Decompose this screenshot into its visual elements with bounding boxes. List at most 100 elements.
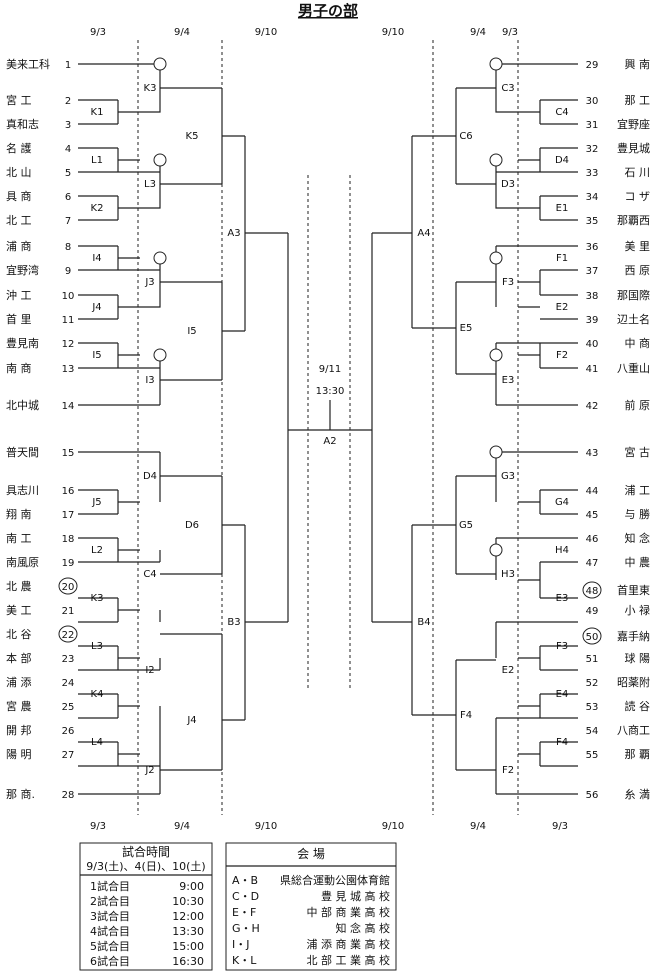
match-label: I5 (187, 326, 196, 337)
team-number: 52 (586, 678, 599, 689)
team-number: 56 (586, 790, 599, 801)
team-name: 北 山 (6, 166, 32, 179)
team-name: 八商工 (617, 723, 650, 737)
team-number: 11 (62, 315, 75, 326)
team-number: 20 (62, 582, 75, 593)
team-number: 14 (62, 401, 75, 412)
schedule-time: 9:00 (179, 880, 204, 893)
team-number: 5 (65, 168, 71, 179)
team-name: 那覇西 (617, 214, 650, 227)
match-label: E1 (556, 203, 569, 214)
team-name: 宮 工 (6, 93, 32, 107)
team-name: 那 覇 (625, 748, 651, 761)
match-label: D4 (143, 471, 157, 482)
team-number: 36 (586, 242, 599, 253)
date-label: 9/3 (502, 27, 518, 38)
team-number: 37 (586, 266, 599, 277)
venue-code: C・D (232, 890, 259, 903)
match-label: H4 (555, 545, 569, 556)
team-name: 首 里 (6, 312, 32, 326)
match-label: K3 (144, 83, 157, 94)
team-name: 那 商. (6, 787, 35, 801)
team-number: 34 (586, 192, 599, 203)
r2-connectors (495, 64, 518, 794)
date-label: 9/4 (174, 27, 190, 38)
venue-code: K・L (232, 954, 257, 967)
team-name: 知 念 (625, 531, 651, 545)
venue-name: 豊 見 城 高 校 (321, 889, 390, 903)
team-name: 那国際 (617, 289, 650, 302)
team-name: 美 里 (625, 240, 651, 253)
circled-number (582, 627, 602, 645)
team-number: 19 (62, 558, 75, 569)
team-lines (78, 63, 160, 795)
team-number: 23 (62, 654, 75, 665)
team-name: 本 部 (6, 651, 32, 665)
team-number: 6 (65, 192, 71, 203)
match-label: F1 (556, 253, 568, 264)
team-number: 8 (65, 242, 71, 253)
match-label: K1 (91, 107, 104, 118)
seed-circle (489, 445, 503, 459)
left-semis (222, 135, 372, 721)
team-name: 首里東 (617, 583, 650, 597)
team-name: 与 勝 (625, 507, 651, 521)
team-name: 開 邦 (6, 724, 32, 737)
match-label: I3 (145, 375, 154, 386)
match-label: C6 (459, 131, 472, 142)
team-name: 翔 南 (6, 507, 32, 521)
team-number: 9 (65, 266, 71, 277)
right-bracket (371, 63, 578, 795)
seed-circle (489, 57, 503, 71)
match-label: J3 (144, 277, 154, 288)
team-number: 15 (62, 448, 75, 459)
schedule-time: 15:00 (172, 940, 204, 953)
venue-code: A・B (232, 874, 258, 887)
team-number: 25 (62, 702, 75, 713)
schedule-round: 1試合目 (90, 879, 130, 893)
team-name: 読 谷 (625, 699, 651, 713)
team-name: 陽 明 (6, 748, 32, 761)
team-number: 39 (586, 315, 599, 326)
match-label: E5 (460, 323, 473, 334)
team-number: 3 (65, 120, 71, 131)
team-number: 53 (586, 702, 599, 713)
team-number: 41 (586, 364, 599, 375)
match-label: C3 (501, 83, 514, 94)
match-label: G5 (459, 520, 473, 531)
match-label: K2 (91, 203, 104, 214)
team-number: 10 (62, 291, 75, 302)
team-name: 沖 工 (6, 289, 32, 302)
date-label: 9/10 (255, 27, 277, 38)
team-number: 27 (62, 750, 75, 761)
team-name: 南 商 (6, 361, 32, 375)
match-label: A4 (417, 228, 430, 239)
date-label: 9/4 (470, 27, 486, 38)
schedule-title: 試合時間 (122, 844, 170, 859)
team-number: 31 (586, 120, 599, 131)
team-number: 13 (62, 364, 75, 375)
match-label: E4 (556, 689, 569, 700)
venue-name: 中 部 商 業 高 校 (307, 905, 390, 919)
match-label: I4 (92, 253, 101, 264)
team-number: 32 (586, 144, 599, 155)
match-label: H3 (501, 569, 515, 580)
date-label: 9/4 (470, 821, 486, 832)
circled-number (582, 581, 602, 599)
team-name: 辺土名 (617, 312, 650, 326)
seed-circle (489, 543, 503, 557)
seed-circle (489, 348, 503, 362)
schedule-round: 5試合目 (90, 939, 130, 953)
match-label: E3 (556, 593, 569, 604)
team-number: 16 (62, 486, 75, 497)
team-name: 具志川 (6, 484, 39, 497)
team-name: 中 農 (625, 555, 651, 569)
page-title: 男子の部 (298, 2, 358, 20)
team-name: 興 南 (625, 58, 651, 71)
seed-circle (153, 153, 167, 167)
team-number: 7 (65, 216, 71, 227)
team-number: 22 (62, 630, 75, 641)
team-name: 嘉手納 (617, 629, 650, 643)
r1-outputs (518, 111, 540, 755)
